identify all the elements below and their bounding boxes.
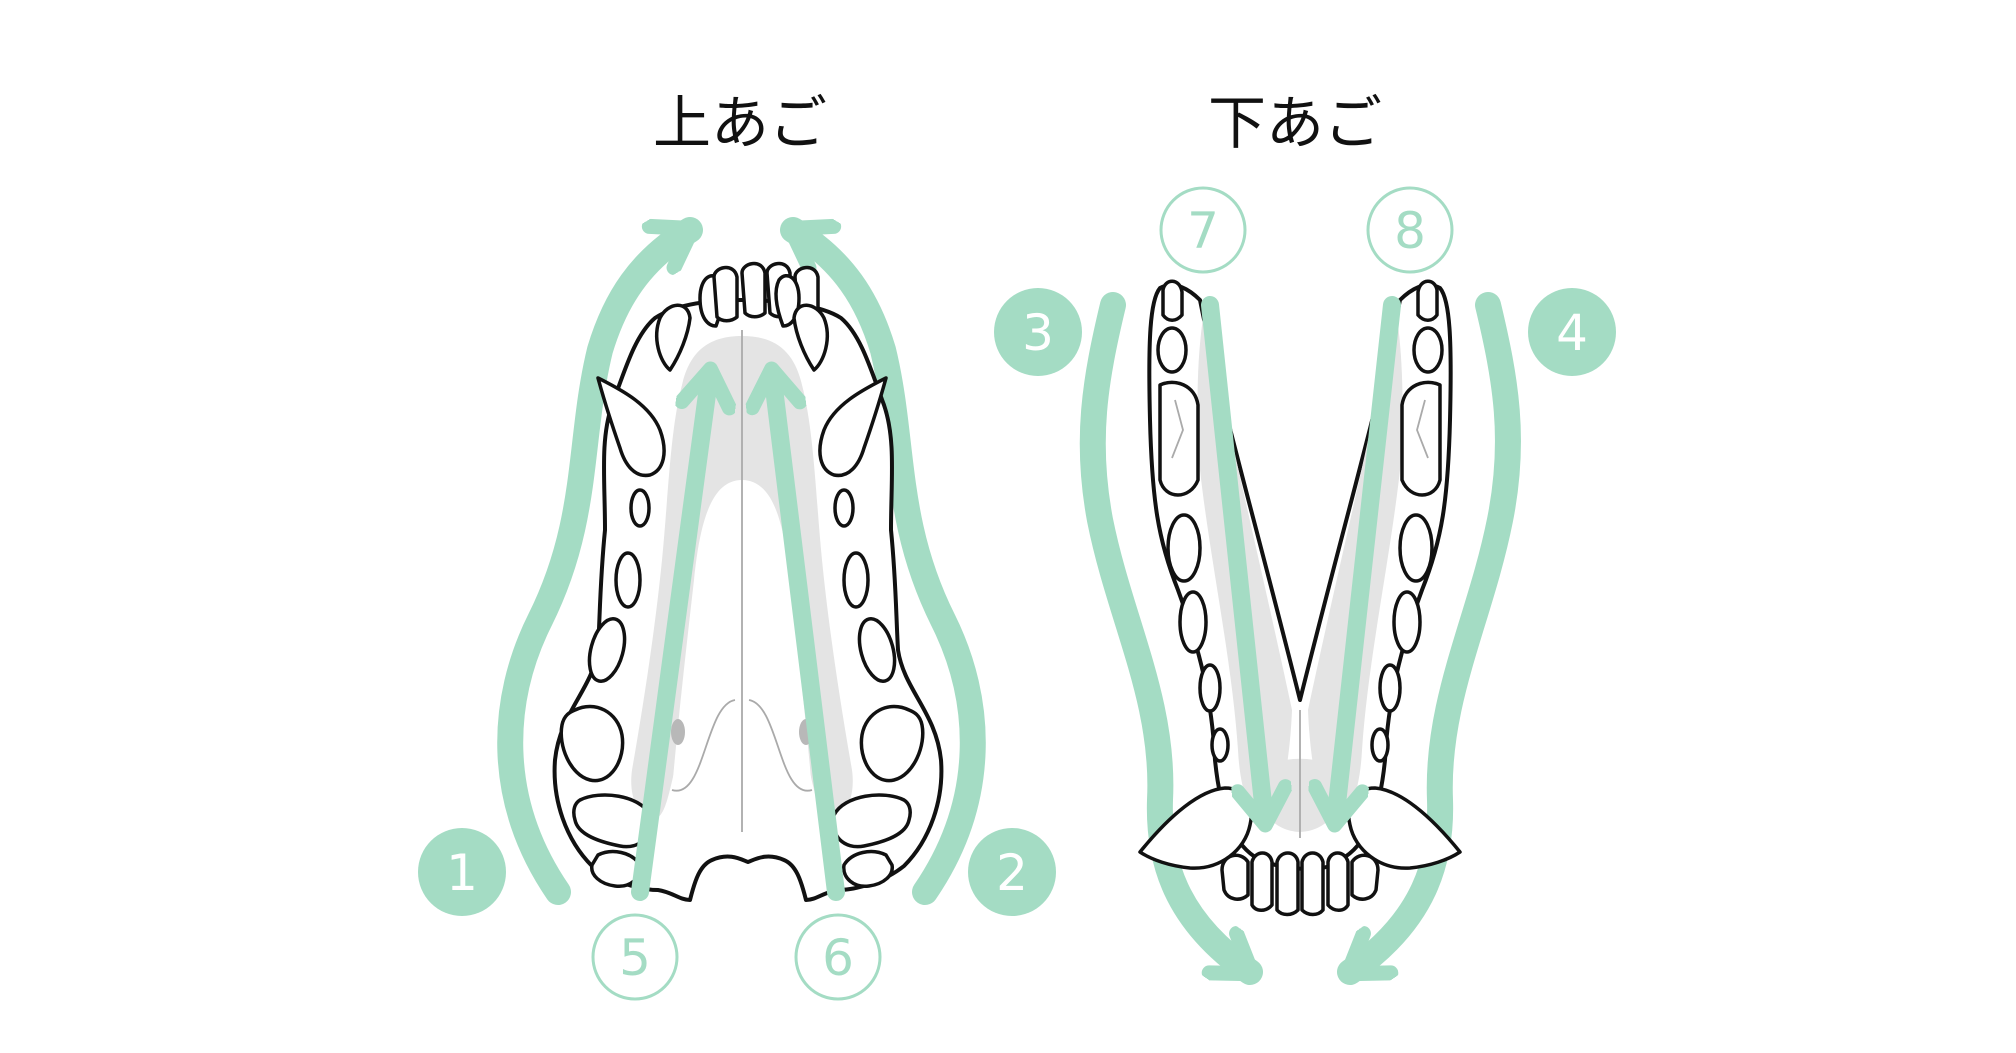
step-badge-4: 4 [1528,288,1616,376]
guide-arrow-5 [631,372,710,901]
step-badge-5: 5 [591,913,679,1001]
palate-fold-left [671,699,736,792]
svg-text:7: 7 [1187,202,1219,260]
svg-text:3: 3 [1022,304,1054,362]
step-badge-8: 8 [1366,186,1454,274]
lower-teeth-left [1156,279,1230,763]
nasal-hole-left [671,719,685,745]
upper-jaw [497,217,986,905]
svg-text:4: 4 [1556,304,1588,362]
guide-arrow-4 [1337,292,1521,985]
step-badge-2: 2 [968,828,1056,916]
lower-jaw [1079,279,1521,985]
step-badge-7: 7 [1159,186,1247,274]
lower-teeth-right [1370,279,1444,763]
palate-fold-right [748,699,813,792]
svg-text:2: 2 [996,844,1028,902]
guide-arrow-7 [1201,296,1265,822]
step-badge-6: 6 [794,913,882,1001]
upper-jaw-title: 上あご [653,89,827,157]
guide-arrow-1 [497,217,703,905]
guide-arrow-8 [1335,296,1401,822]
svg-text:8: 8 [1394,202,1426,260]
upper-molars-right [831,488,925,888]
upper-canine-left [596,376,666,478]
step-badge-1: 1 [418,828,506,916]
guide-arrow-2 [780,217,986,905]
guide-arrow-6 [772,372,845,901]
lower-jaw-title: 下あご [1208,89,1382,157]
upper-incisors [655,261,829,372]
step-badge-3: 3 [994,288,1082,376]
upper-molars-left [559,488,653,888]
svg-text:6: 6 [822,929,854,987]
upper-canine-right [818,376,888,478]
svg-text:1: 1 [446,844,478,902]
lower-incisors [1220,851,1380,917]
guide-arrow-3 [1079,292,1263,985]
svg-text:5: 5 [619,929,651,987]
